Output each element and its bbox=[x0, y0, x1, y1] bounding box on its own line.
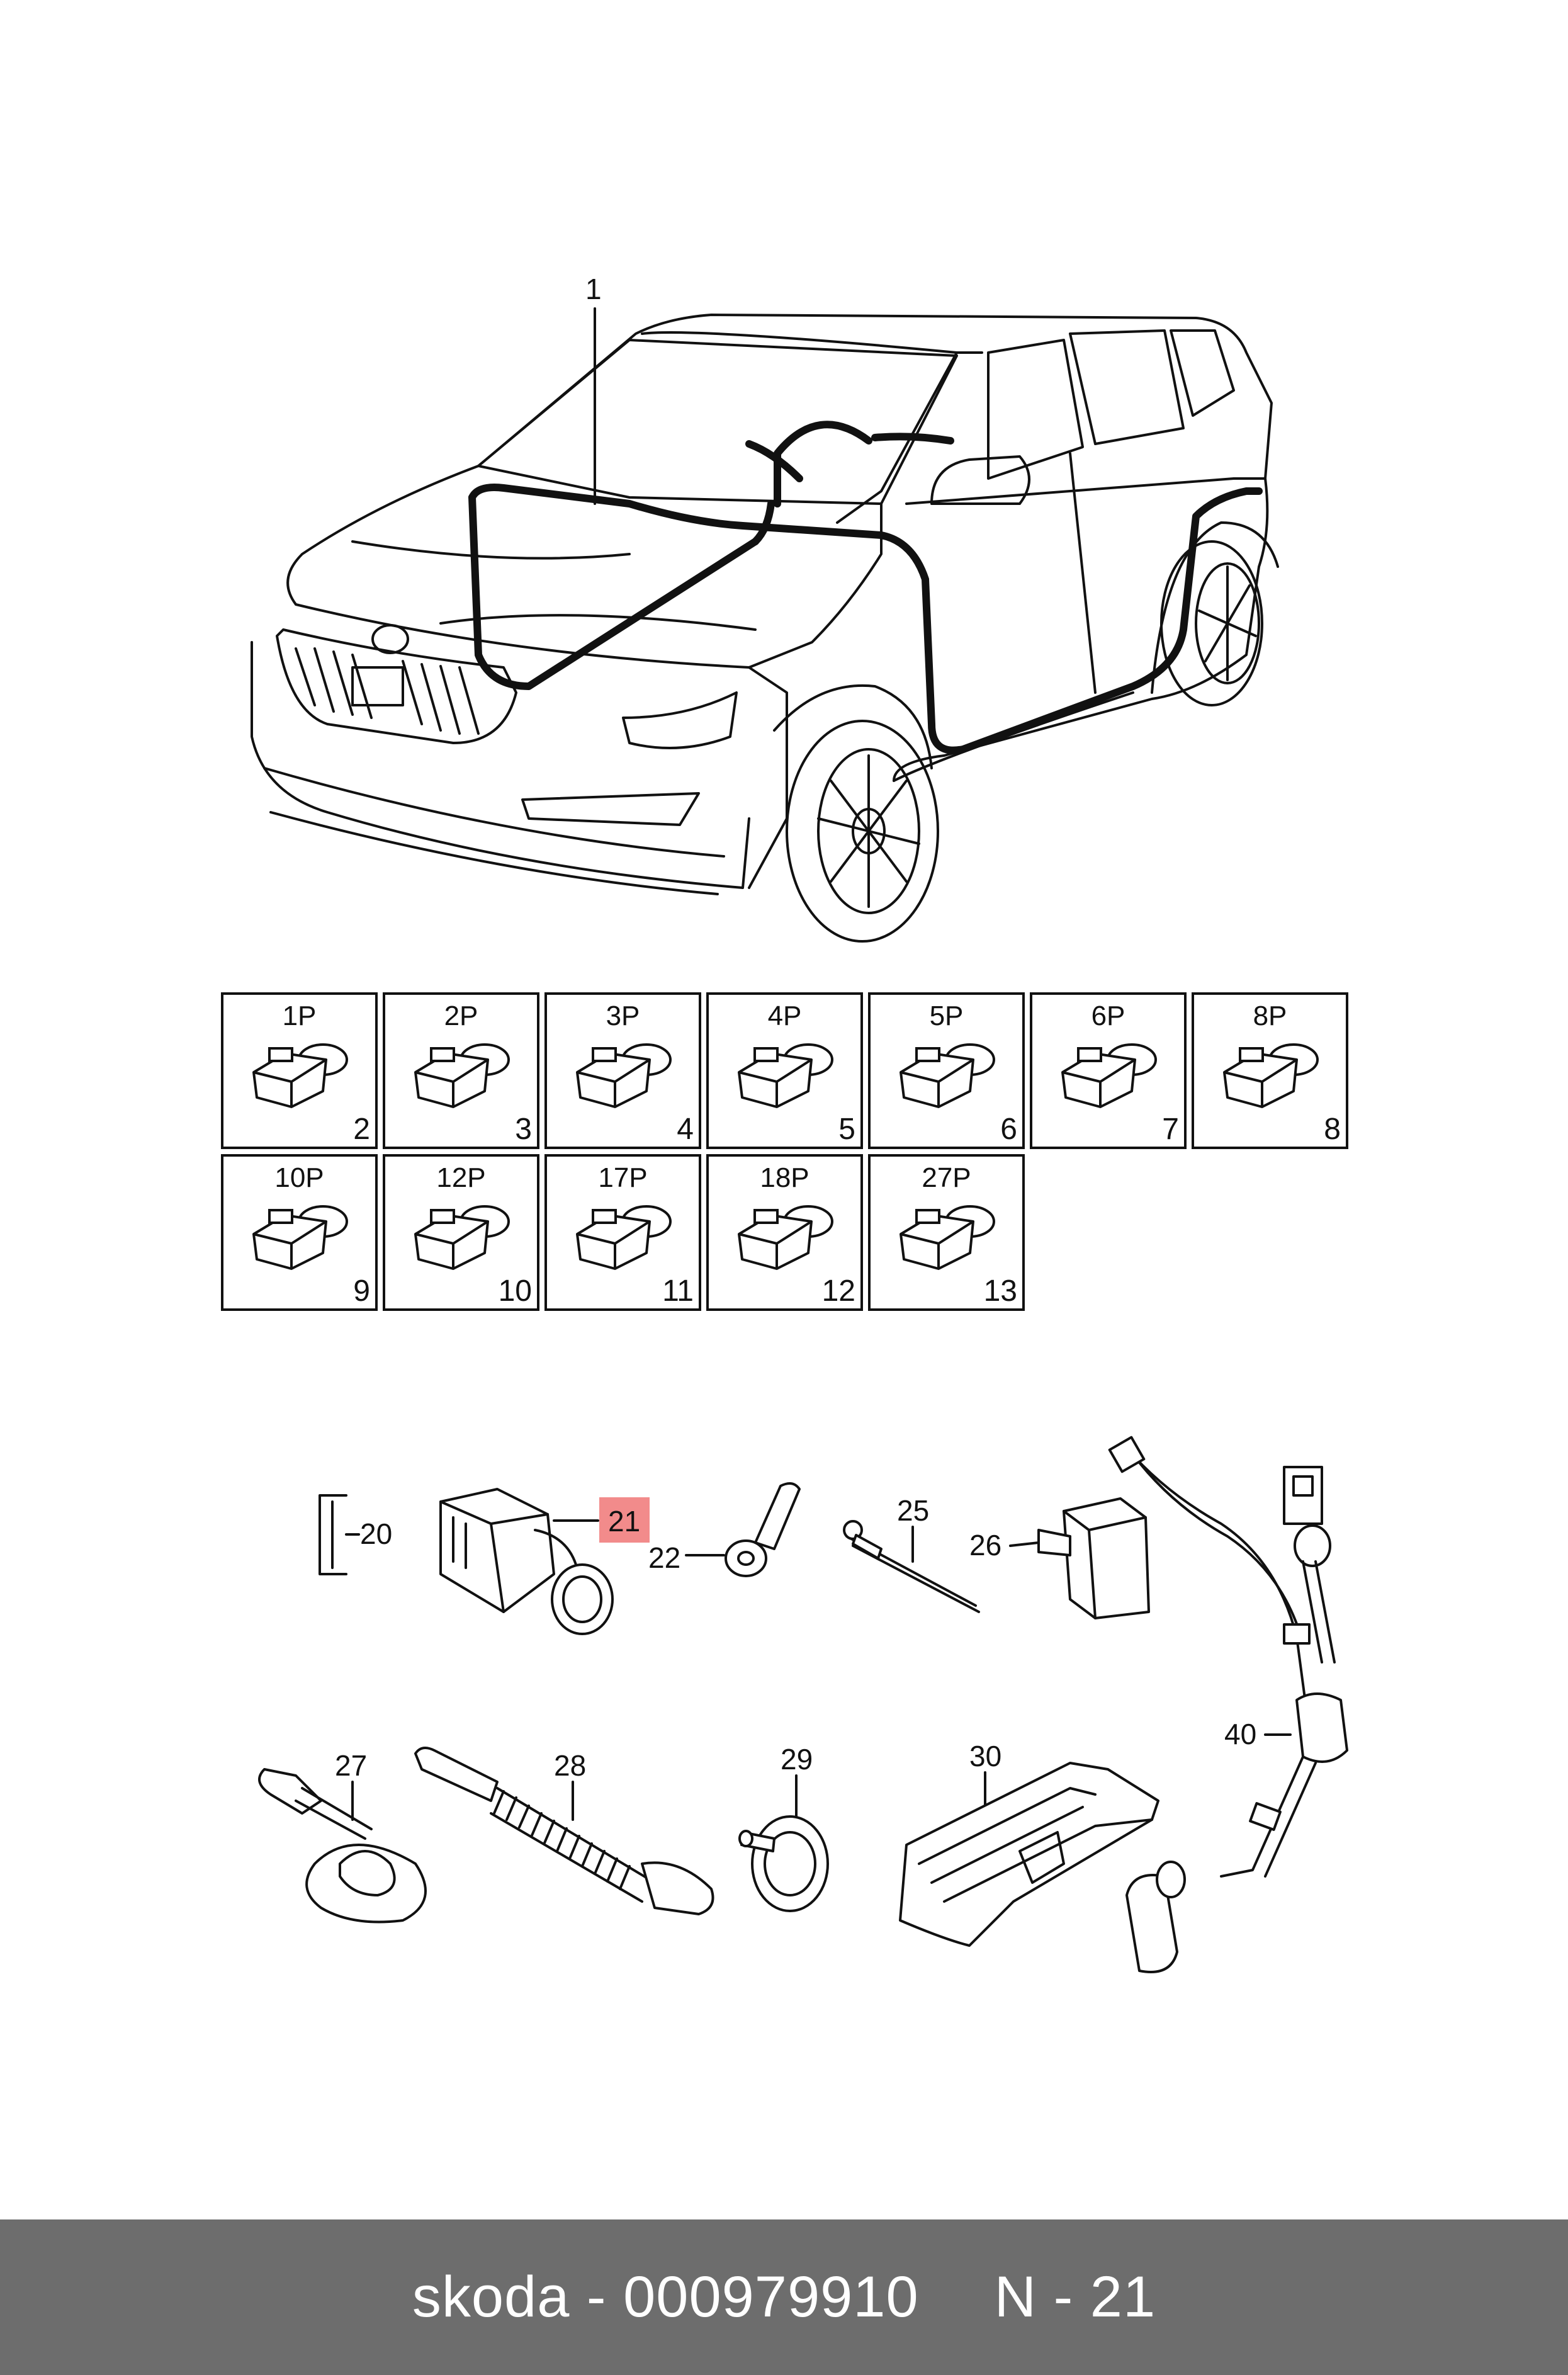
connector-code: 8P bbox=[1253, 1000, 1287, 1031]
part-20-bracket: 20 bbox=[319, 1494, 392, 1575]
footer-bar: skoda - 000979910 N - 21 bbox=[0, 2219, 1568, 2375]
part-21-connector-housing: 21 bbox=[439, 1488, 650, 1635]
connector-number: 2 bbox=[353, 1113, 370, 1146]
connector-icon bbox=[576, 1043, 672, 1108]
connector-icon bbox=[738, 1043, 833, 1108]
connector-code: 4P bbox=[768, 1000, 802, 1031]
connector-cell: 10P 9 bbox=[221, 1154, 378, 1311]
label-30: 30 bbox=[969, 1740, 1001, 1772]
connector-icon bbox=[738, 1205, 833, 1270]
label-26: 26 bbox=[969, 1529, 1001, 1562]
connector-code: 17P bbox=[598, 1162, 647, 1193]
connector-icon bbox=[900, 1043, 995, 1108]
connector-number: 8 bbox=[1324, 1113, 1341, 1146]
part-28-corrugated-sleeve: 28 bbox=[414, 1747, 714, 1915]
connector-cell: 4P 5 bbox=[706, 992, 863, 1149]
connector-icon bbox=[414, 1043, 510, 1108]
label-22: 22 bbox=[648, 1541, 680, 1574]
connector-number: 11 bbox=[662, 1274, 694, 1308]
car-illustration: 1 bbox=[251, 273, 1279, 943]
part-40-sensor-wire: 40 bbox=[1108, 1436, 1348, 1973]
connector-code: 2P bbox=[444, 1000, 478, 1031]
connector-cell: 18P 12 bbox=[706, 1154, 863, 1311]
connector-code: 27P bbox=[922, 1162, 971, 1193]
connector-cell: 5P 6 bbox=[868, 992, 1025, 1149]
connector-cell: 8P 8 bbox=[1192, 992, 1348, 1149]
connector-number: 7 bbox=[1162, 1113, 1179, 1146]
connector-number: 12 bbox=[822, 1274, 855, 1308]
connector-code: 3P bbox=[606, 1000, 640, 1031]
connector-icon bbox=[576, 1205, 672, 1270]
part-30-cover: 30 bbox=[899, 1740, 1159, 1947]
connector-cell: 2P 3 bbox=[383, 992, 539, 1149]
part-27-grommet: 27 bbox=[258, 1749, 427, 1924]
part-29-grommet-plug: 29 bbox=[738, 1743, 829, 1912]
part-21-highlight bbox=[599, 1497, 650, 1543]
part-22-ring-terminal: 22 bbox=[648, 1482, 801, 1577]
connector-code: 12P bbox=[436, 1162, 485, 1193]
footer-part-number: skoda - 000979910 bbox=[412, 2265, 919, 2329]
connector-code: 6P bbox=[1091, 1000, 1125, 1031]
connector-number: 10 bbox=[499, 1274, 532, 1308]
connector-icon bbox=[900, 1205, 995, 1270]
label-29: 29 bbox=[781, 1743, 813, 1776]
connector-number: 13 bbox=[984, 1274, 1017, 1308]
connector-code: 18P bbox=[760, 1162, 809, 1193]
connector-icon bbox=[1061, 1043, 1157, 1108]
connector-icon bbox=[252, 1205, 348, 1270]
connector-code: 5P bbox=[930, 1000, 964, 1031]
part-25-pin: 25 bbox=[843, 1494, 980, 1613]
connector-cell: 12P 10 bbox=[383, 1154, 539, 1311]
connector-cell: 6P 7 bbox=[1030, 992, 1187, 1149]
connector-icon bbox=[1223, 1043, 1319, 1108]
connector-number: 5 bbox=[838, 1113, 855, 1146]
connector-cell: 27P 13 bbox=[868, 1154, 1025, 1311]
footer-diagram-ref: N - 21 bbox=[994, 2265, 1156, 2329]
label-20: 20 bbox=[360, 1517, 392, 1550]
parts-diagram: 1 1P 2 2P 3 3P 4 4P 5 5P 6 6P 7 8P 8 10P 9 12P 10 17P 11 18P… bbox=[221, 273, 1348, 1973]
connector-code: 1P bbox=[283, 1000, 317, 1031]
connector-cell: 1P 2 bbox=[221, 992, 378, 1149]
connector-icon bbox=[414, 1205, 510, 1270]
label-25: 25 bbox=[897, 1494, 929, 1527]
label-27: 27 bbox=[335, 1749, 367, 1782]
connector-icon bbox=[252, 1043, 348, 1108]
connector-number: 6 bbox=[1000, 1113, 1017, 1146]
label-40: 40 bbox=[1224, 1718, 1256, 1750]
part-26-clip: 26 bbox=[969, 1497, 1150, 1619]
connector-number: 3 bbox=[515, 1113, 532, 1146]
connector-code: 10P bbox=[274, 1162, 324, 1193]
connector-grid: 1P 2 2P 3 3P 4 4P 5 5P 6 6P 7 8P 8 10P 9 12P 10 17P 11 18P 12… bbox=[221, 992, 1348, 1311]
connector-cell: 17P 11 bbox=[544, 1154, 701, 1311]
connector-cell: 3P 4 bbox=[544, 992, 701, 1149]
label-21: 21 bbox=[608, 1505, 640, 1538]
label-28: 28 bbox=[554, 1749, 586, 1782]
label-harness-1: 1 bbox=[585, 273, 602, 305]
connector-number: 4 bbox=[677, 1113, 694, 1146]
connector-number: 9 bbox=[353, 1274, 370, 1308]
